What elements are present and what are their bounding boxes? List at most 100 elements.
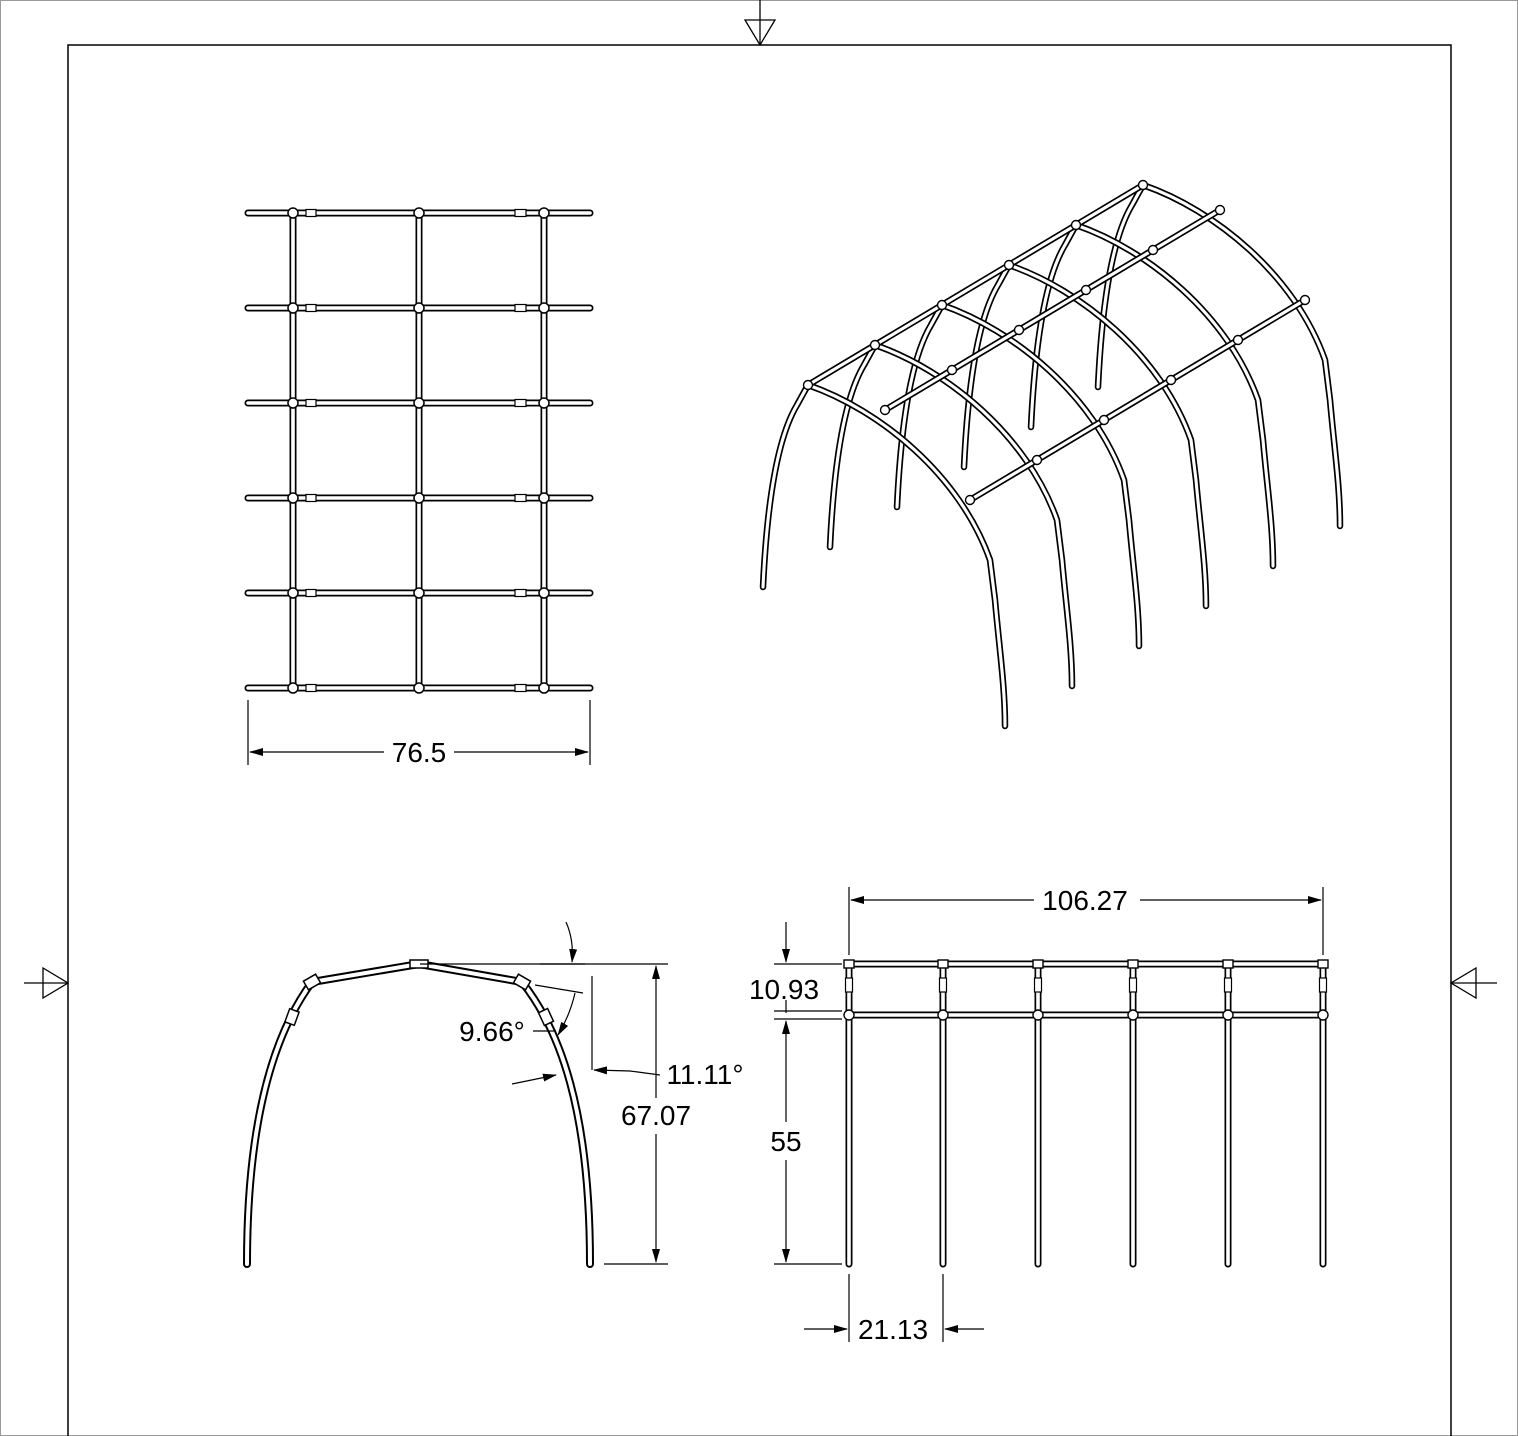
isometric-rib — [826, 341, 1076, 690]
centering-mark-left — [24, 966, 70, 1000]
isometric-joint — [936, 299, 948, 311]
isometric-rib — [1094, 181, 1344, 530]
side-view-posts — [845, 960, 1327, 1268]
side-view-tee-joint — [843, 1009, 855, 1021]
isometric-rail — [804, 181, 1147, 389]
top-view-tee-joint — [287, 587, 299, 599]
isometric-rib — [960, 261, 1210, 610]
top-view-coupler — [514, 493, 527, 503]
top-view-tee-joint — [287, 302, 299, 314]
top-view-coupler — [514, 398, 527, 408]
isometric-joint — [1147, 244, 1159, 256]
top-view-tee-joint — [538, 682, 550, 694]
front-view-connectors — [283, 959, 555, 1027]
top-view-tee-joint — [413, 302, 425, 314]
top-view-tee-joint — [538, 492, 550, 504]
top-view-tee-joint — [413, 397, 425, 409]
top-view-tee-joint — [287, 397, 299, 409]
isometric-joint — [802, 379, 814, 391]
top-view-coupler — [305, 208, 317, 218]
isometric-rib — [1027, 221, 1277, 570]
top-view-coupler — [514, 588, 527, 598]
side-view — [843, 959, 1329, 1268]
top-view-width-dimension — [247, 700, 591, 765]
top-view-coupler — [514, 303, 527, 313]
isometric-rib — [759, 381, 1009, 730]
side-view-rails — [845, 960, 1327, 1019]
top-view-tee-joint — [538, 587, 550, 599]
side-view-coupler — [938, 977, 948, 993]
isometric-joint — [1232, 334, 1244, 346]
side-view-coupler — [1318, 977, 1328, 993]
leg-height-dimension-label: 55 — [770, 1126, 801, 1157]
top-view-tee-joint — [287, 682, 299, 694]
isometric-rail — [966, 296, 1309, 504]
top-view-joints — [287, 207, 550, 694]
side-view-joints — [843, 959, 1329, 1021]
top-view-tee-joint — [413, 587, 425, 599]
top-view-coupler — [305, 493, 317, 503]
isometric-joint — [1003, 259, 1015, 271]
side-view-tee-joint — [1127, 1009, 1139, 1021]
top-view-coupler — [305, 683, 317, 693]
upper-angle-label: 9.66° — [459, 1016, 525, 1047]
side-view-top-joint — [843, 959, 855, 969]
rib-spacing-dimension-label: 21.13 — [858, 1314, 928, 1345]
top-view-tee-joint — [538, 302, 550, 314]
side-view-tee-joint — [937, 1009, 949, 1021]
side-view-top-joint — [1317, 959, 1329, 969]
side-view-top-joint — [1032, 959, 1044, 969]
centering-mark-right — [1449, 966, 1497, 1000]
isometric-joint — [1098, 414, 1110, 426]
isometric-joint — [1165, 374, 1177, 386]
isometric-joint — [1080, 284, 1092, 296]
side-view-tee-joint — [1032, 1009, 1044, 1021]
side-view-coupler — [1223, 977, 1233, 993]
top-view-tee-joint — [538, 397, 550, 409]
isometric-joint — [869, 339, 881, 351]
top-view-tee-joint — [413, 207, 425, 219]
length-dimension-label: 106.27 — [1042, 885, 1128, 916]
front-view — [243, 959, 594, 1268]
top-view-longitudinal-pipes — [289, 209, 548, 692]
top-view-tee-joint — [287, 207, 299, 219]
isometric-view — [759, 179, 1344, 730]
isometric-joint — [879, 404, 891, 416]
side-view-coupler — [1128, 977, 1138, 993]
front-view-dimensions — [420, 921, 668, 1265]
isometric-joint — [964, 494, 976, 506]
isometric-rail — [881, 206, 1224, 414]
isometric-joints — [802, 179, 1311, 506]
top-view-coupler — [305, 303, 317, 313]
side-view-top-joint — [1222, 959, 1234, 969]
top-view-coupler — [514, 208, 527, 218]
isometric-joint — [1031, 454, 1043, 466]
side-view-coupler — [1033, 977, 1043, 993]
side-view-coupler — [844, 977, 854, 993]
side-view-dimensions — [774, 887, 1324, 1342]
top-view-tee-joint — [538, 207, 550, 219]
isometric-joint — [1137, 179, 1149, 191]
top-view — [244, 207, 594, 694]
lower-angle-label: 11.11° — [666, 1059, 743, 1090]
top-view-coupler — [514, 683, 527, 693]
isometric-rib — [893, 301, 1143, 650]
top-view-tee-joint — [413, 492, 425, 504]
side-view-tee-joint — [1222, 1009, 1234, 1021]
side-view-tee-joint — [1317, 1009, 1329, 1021]
isometric-rails — [804, 181, 1309, 504]
height-dimension-label: 67.07 — [621, 1100, 691, 1131]
isometric-joint — [1013, 324, 1025, 336]
isometric-joint — [1214, 204, 1226, 216]
side-view-top-joint — [1127, 959, 1139, 969]
isometric-joint — [946, 364, 958, 376]
isometric-joint — [1070, 219, 1082, 231]
top-view-tee-joint — [413, 682, 425, 694]
top-band-dimension-label: 10.93 — [749, 974, 819, 1005]
isometric-joint — [1299, 294, 1311, 306]
top-view-tee-joint — [287, 492, 299, 504]
isometric-ribs — [759, 181, 1344, 730]
centering-mark-top — [743, 0, 777, 47]
